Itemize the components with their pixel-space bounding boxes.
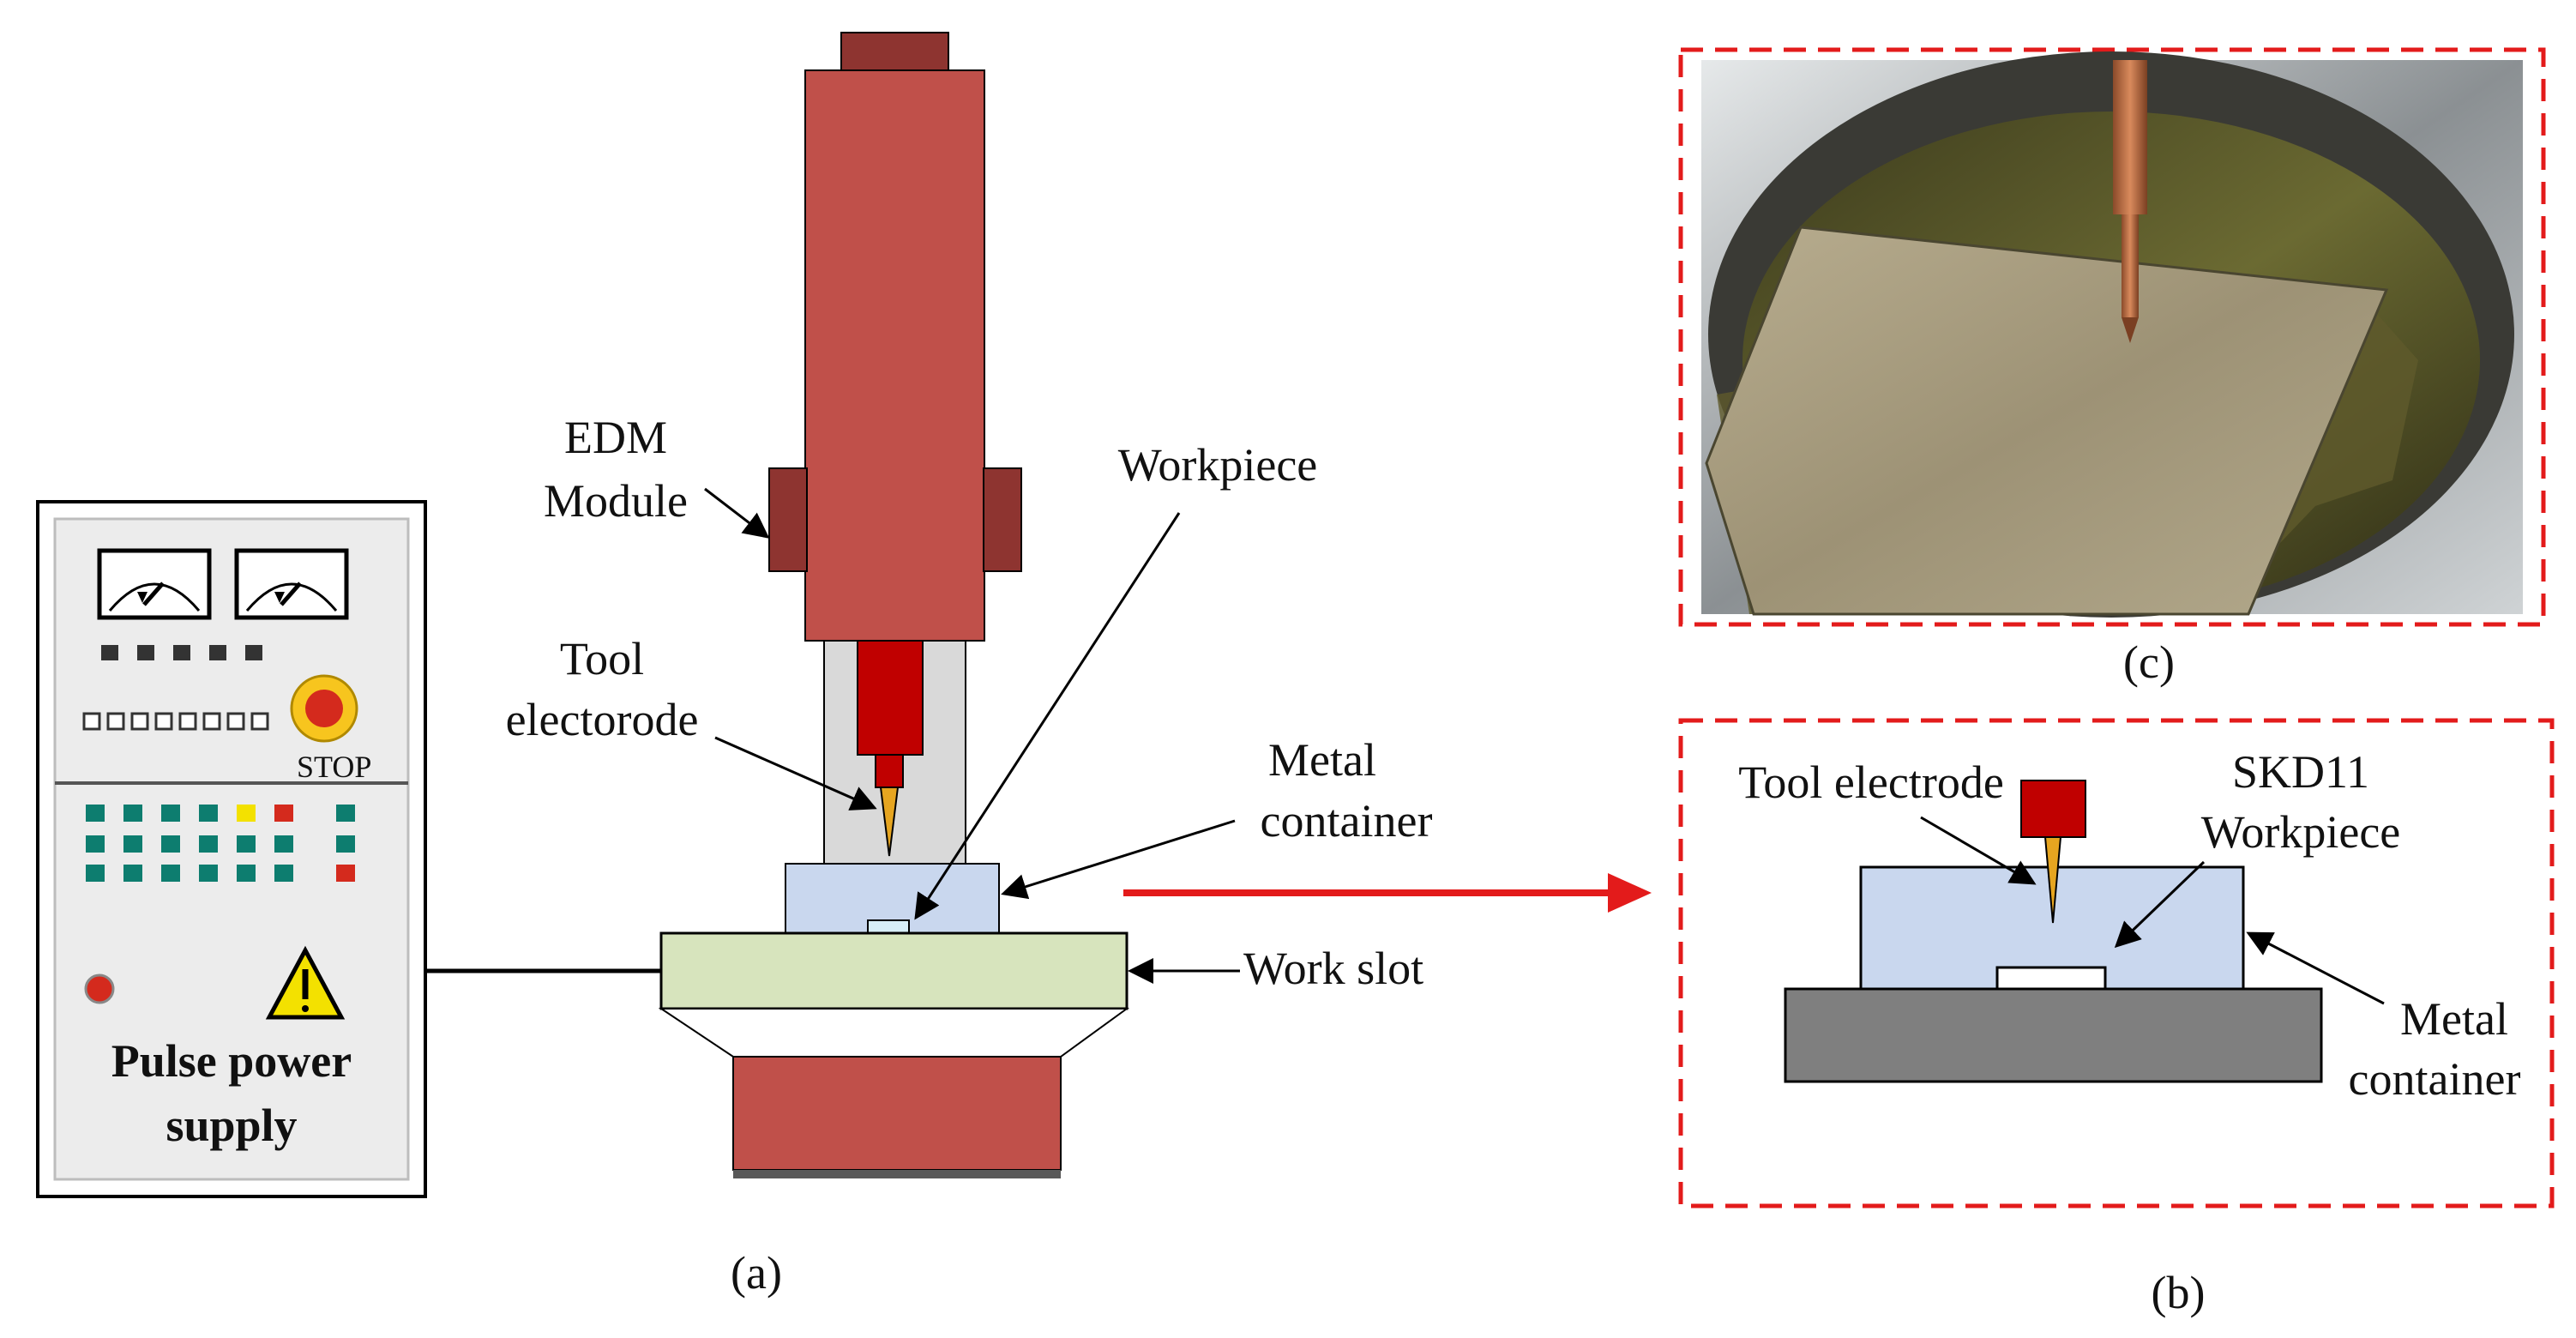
indicator-row <box>82 712 269 731</box>
button-grid <box>86 805 355 882</box>
b-metal-label: Metal <box>2400 993 2508 1045</box>
tool-electrode-label: Tool <box>560 633 644 684</box>
photo-panel <box>1678 47 2546 627</box>
schematic-panel <box>1678 718 2555 1208</box>
knob-row <box>101 645 262 660</box>
tool-electrode-leader <box>714 736 877 811</box>
tool-electrode-label-2: electorode <box>506 694 699 745</box>
red-arrow <box>1123 873 1652 913</box>
edm-module-leader <box>704 487 770 539</box>
edm-module-label: EDM <box>564 412 667 463</box>
edm-machine <box>658 32 1130 1178</box>
warning-icon <box>265 945 346 1020</box>
metal-container-leader <box>1001 819 1236 900</box>
b-tool-electrode-leader <box>1920 816 2037 885</box>
b-skd11-label: SKD11 <box>2232 746 2369 798</box>
gauge-icon <box>234 548 349 620</box>
workpiece-leader <box>914 512 1181 920</box>
stop-label: STOP <box>297 750 371 784</box>
workpiece-plate <box>1705 226 2389 616</box>
pulse-power-supply: STOP Pulse power supply <box>36 500 427 1198</box>
caption-c: (c) <box>2123 636 2175 688</box>
power-lamp <box>84 973 115 1004</box>
caption-a: (a) <box>731 1247 782 1299</box>
metal-container-label: Metal <box>1268 734 1376 786</box>
work-slot-label: Work slot <box>1243 943 1423 994</box>
pulse-power-label-2: supply <box>166 1100 297 1151</box>
workpiece-label: Workpiece <box>1118 439 1318 491</box>
metal-container-label-2: container <box>1261 795 1433 847</box>
b-tool-electrode-label: Tool electrode <box>1738 756 2004 808</box>
b-skd11-label-2: Workpiece <box>2201 806 2401 858</box>
edm-module-label-2: Module <box>544 475 688 527</box>
b-metal-container-leader <box>2246 931 2385 1005</box>
copper-electrode <box>2113 60 2147 214</box>
gauge-icon <box>97 548 212 620</box>
caption-b: (b) <box>2152 1267 2206 1318</box>
stop-button: STOP <box>290 674 371 784</box>
b-workpiece-leader <box>2114 860 2206 949</box>
b-metal-label-2: container <box>2349 1053 2521 1105</box>
pulse-power-label: Pulse power <box>111 1035 352 1087</box>
